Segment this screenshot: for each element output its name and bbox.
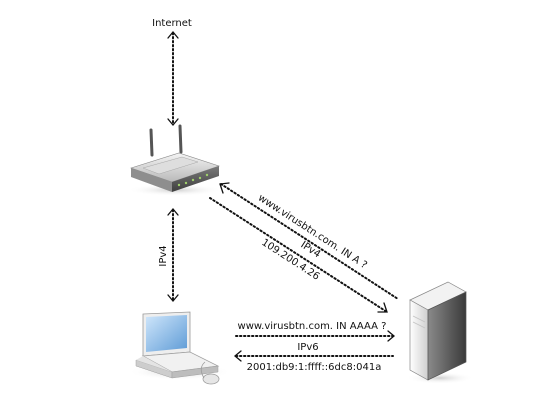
internet-router-link (167, 30, 179, 127)
ipv4-query-arrow (219, 182, 399, 300)
ipv6-answer-text: 2001:db9:1:ffff::6dc8:041a (247, 362, 382, 373)
ipv6-protocol-text: IPv6 (297, 342, 318, 353)
wifi-router-icon (127, 124, 223, 196)
ipv4-query-text: www.virusbtn.com. IN A ? (256, 193, 369, 272)
ipv6-query-text: www.virusbtn.com. IN AAAA ? (238, 321, 387, 332)
ipv4-answer-arrow (209, 197, 388, 313)
ipv6-query-arrow (235, 330, 396, 342)
dns-server-icon (406, 281, 474, 384)
ipv4-link-label: IPv4 (158, 245, 169, 266)
internet-label: Internet (152, 18, 192, 29)
laptop-icon (128, 311, 232, 385)
router-laptop-link (167, 207, 179, 303)
ipv6-answer-arrow (233, 350, 394, 362)
